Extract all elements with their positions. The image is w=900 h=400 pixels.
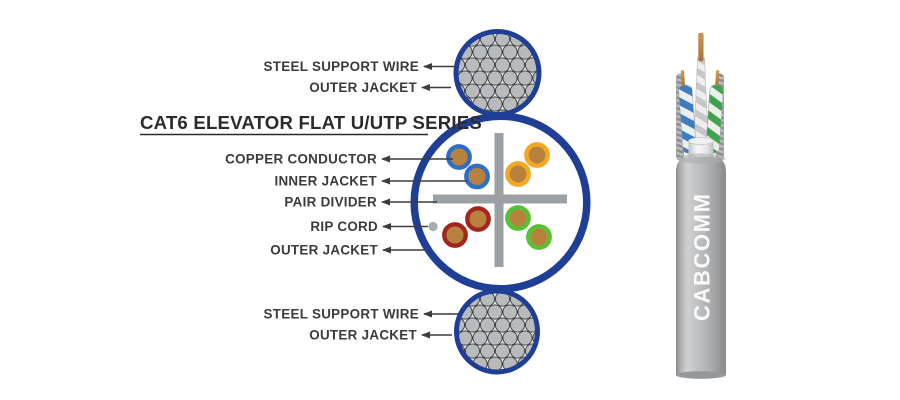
- pair-divider-cross: [433, 133, 567, 267]
- render-outer-jacket: [676, 153, 726, 379]
- render-green-pair: [705, 70, 724, 154]
- render-blue-pair: [678, 70, 697, 154]
- render-copper-tip-right: [714, 70, 720, 89]
- copper-conductor-dot: [450, 148, 468, 166]
- rip-cord-dot: [428, 221, 438, 232]
- render-copper-conductor: [698, 32, 704, 62]
- outer-jacket-ring: [454, 288, 540, 375]
- label-copper-conductor: COPPER CONDUCTOR: [225, 152, 377, 167]
- label-rip-cord: RIP CORD: [310, 219, 378, 234]
- cable-cross-section: [410, 112, 591, 293]
- callout-arrows: [381, 63, 467, 339]
- twisted-pair-orange: [505, 142, 550, 187]
- label-inner-jacket: INNER JACKET: [274, 174, 377, 189]
- twisted-pair-green: [505, 205, 552, 250]
- render-copper-tip-left: [680, 70, 686, 89]
- outer-jacket-ring: [453, 29, 542, 117]
- label-outer-jacket-bottom: OUTER JACKET: [309, 328, 417, 343]
- label-steel-support-wire-top: STEEL SUPPORT WIRE: [264, 59, 419, 74]
- brand-print: CABCOMM: [690, 192, 715, 321]
- twisted-pair-blue: [446, 144, 490, 190]
- label-pair-divider: PAIR DIVIDER: [284, 195, 377, 210]
- steel-strands: [458, 33, 537, 113]
- label-steel-support-wire-bottom: STEEL SUPPORT WIRE: [264, 307, 419, 322]
- steel-messenger-bottom: [454, 288, 540, 375]
- twisted-pair-red: [442, 206, 491, 248]
- label-outer-jacket-middle: OUTER JACKET: [270, 243, 378, 258]
- cable-product-render: CABCOMM: [676, 32, 726, 379]
- callout-labels: STEEL SUPPORT WIRE OUTER JACKET COPPER C…: [225, 59, 419, 343]
- label-outer-jacket-top: OUTER JACKET: [309, 80, 417, 95]
- steel-strands: [458, 293, 536, 370]
- steel-messenger-top: [453, 29, 542, 117]
- page-title: CAT6 ELEVATOR FLAT U/UTP SERIES: [140, 112, 482, 133]
- inner-jacket-ring-blue: [446, 144, 472, 170]
